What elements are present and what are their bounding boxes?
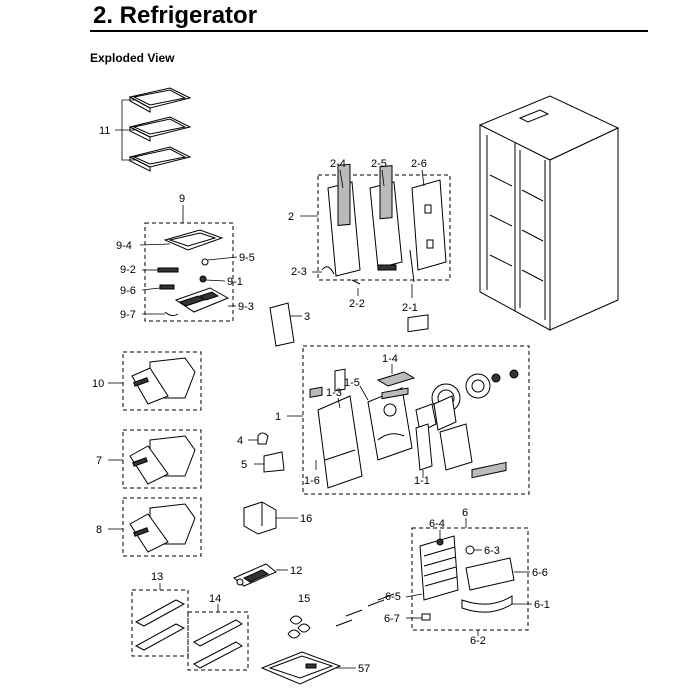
rail-14-lower: [193, 641, 243, 669]
part-6-5-evaporator: [419, 535, 459, 601]
callout-12: 12: [290, 565, 302, 577]
shelf-middle: [128, 116, 192, 142]
callout-1: 1: [275, 411, 281, 423]
callout-2-4: 2-4: [330, 158, 346, 170]
callout-2-2: 2-2: [349, 298, 365, 310]
part-6-4: [436, 538, 444, 546]
part-2-2: [351, 279, 361, 285]
shelf-group-11: [115, 87, 192, 172]
refrigerator-cabinet: [478, 95, 620, 331]
part-9-3-housing: [174, 287, 230, 313]
part-6-6-heater: [465, 461, 515, 591]
part-9-1: [199, 275, 207, 283]
callout-6-6: 6-6: [532, 567, 548, 579]
title-underline: [90, 30, 648, 32]
callout-1-5: 1-5: [344, 377, 360, 389]
group-1-box: [302, 345, 530, 495]
callout-6-7: 6-7: [384, 613, 400, 625]
callout-10: 10: [92, 378, 104, 390]
callout-15: 15: [298, 593, 310, 605]
part-12-control: [233, 563, 277, 587]
part-16-bracket: [243, 501, 277, 535]
callout-1-1: 1-1: [414, 475, 430, 487]
part-9-5: [201, 258, 209, 266]
callout-5: 5: [241, 459, 247, 471]
callout-9-5: 9-5: [239, 252, 255, 264]
loose-rails: [335, 593, 395, 627]
callout-9-4: 9-4: [116, 240, 132, 252]
drawer-8: [122, 497, 202, 557]
callout-14: 14: [209, 593, 221, 605]
callout-9: 9: [179, 193, 185, 205]
part-2-4-panel: [327, 163, 361, 277]
shelf-bottom: [128, 146, 192, 172]
part-1-6-bracket: [309, 386, 409, 400]
rail-14-upper: [193, 619, 243, 647]
drawer-7: [122, 429, 202, 489]
part-2-3: [321, 266, 335, 275]
section-subtitle: Exploded View: [90, 51, 175, 65]
shelf-top: [128, 87, 192, 113]
callout-2-3: 2-3: [291, 266, 307, 278]
callout-2-5: 2-5: [371, 158, 387, 170]
callout-13: 13: [151, 571, 163, 583]
group-9-box: [144, 222, 234, 322]
part-2-6-panel: [411, 179, 447, 271]
callout-4: 4: [237, 435, 243, 447]
callout-6-3: 6-3: [484, 545, 500, 557]
part-57-base: [260, 651, 342, 685]
part-1-4-grille: [376, 314, 429, 387]
part-6-7: [421, 613, 431, 621]
callout-1-4: 1-4: [382, 353, 398, 365]
part-2-1: [409, 249, 415, 283]
callout-11: 11: [99, 125, 110, 137]
group-6-box: [411, 527, 529, 631]
part-2-5-panel: [369, 165, 403, 271]
callout-9-7: 9-7: [120, 309, 136, 321]
part-6-1: [461, 595, 513, 613]
callout-9-6: 9-6: [120, 285, 136, 297]
page-title: 2. Refrigerator: [93, 2, 258, 29]
fan-motor-assembly: [415, 369, 519, 433]
callout-9-3: 9-3: [238, 301, 254, 313]
part-15-clips: [287, 615, 311, 639]
part-1-3-fan-housing: [317, 368, 363, 489]
callout-6-4: 6-4: [429, 518, 445, 530]
part-6-3: [465, 545, 475, 555]
callout-16: 16: [300, 513, 312, 525]
drawer-10: [122, 351, 202, 411]
callout-9-1: 9-1: [227, 276, 243, 288]
rail-13-lower: [134, 623, 186, 651]
callout-2-6: 2-6: [411, 158, 427, 170]
callout-7: 7: [96, 455, 102, 467]
callout-57: 57: [358, 663, 370, 675]
callout-2: 2: [288, 211, 294, 223]
callout-3: 3: [304, 311, 310, 323]
part-3-duct: [269, 302, 295, 347]
callout-1-3: 1-3: [326, 387, 342, 399]
callout-8: 8: [96, 524, 102, 536]
part-9-2-rail: [157, 267, 179, 273]
part-9-4-tray: [163, 229, 224, 251]
part-1-1-plate: [415, 423, 473, 471]
part-5: [263, 451, 285, 473]
callout-6-2: 6-2: [470, 635, 486, 647]
callout-6: 6: [462, 507, 468, 519]
callout-1-6: 1-6: [304, 475, 320, 487]
callout-6-5: 6-5: [385, 591, 401, 603]
part-9-6: [159, 284, 175, 290]
callout-9-2: 9-2: [120, 264, 136, 276]
part-4: [257, 432, 269, 445]
part-9-7: [164, 311, 179, 317]
callout-6-1: 6-1: [534, 599, 550, 611]
rail-13-upper: [134, 599, 186, 627]
callout-2-1: 2-1: [402, 302, 418, 314]
part-1-5-cover: [367, 387, 413, 461]
